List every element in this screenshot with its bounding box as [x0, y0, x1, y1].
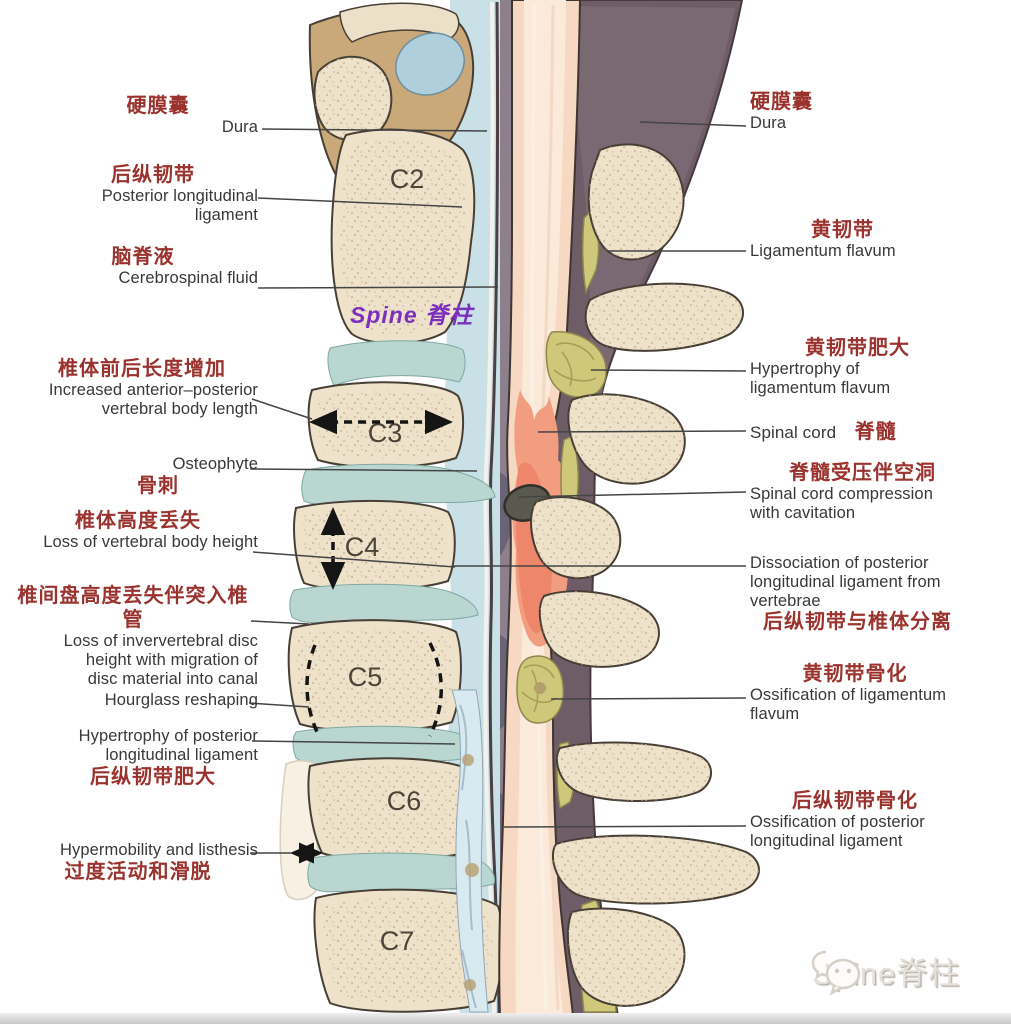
label-spinal-cord-zh: 脊髓 — [854, 421, 897, 443]
label-csf-en: Cerebrospinal fluid — [118, 269, 258, 287]
label-flavum-hypertrophy: 黄韧带肥大 Hypertrophy of ligamentum flavum — [750, 336, 965, 398]
label-hypermobility: Hypermobility and listhesis 过度活动和滑脱 — [18, 841, 258, 884]
label-disc-height-en: Loss of inververtebral disc height with … — [63, 632, 258, 688]
label-ap-length-en: Increased anterior–posterior vertebral b… — [48, 381, 258, 418]
label-flavum-ossification-en: Ossification of ligamentum flavum — [750, 686, 947, 723]
label-flavum-ossification-zh: 黄韧带骨化 — [802, 663, 908, 685]
label-dura-right: 硬膜囊 Dura — [750, 90, 870, 133]
label-spinal-cord-en: Spinal cord — [750, 423, 837, 442]
label-body-height: 椎体高度丢失 Loss of vertebral body height — [18, 509, 258, 552]
vertebra-label-c2: C2 — [390, 164, 425, 194]
label-flavum-ossification: 黄韧带骨化 Ossification of ligamentum flavum — [750, 662, 960, 724]
label-pll-ossification: 后纵韧带骨化 Ossification of posterior longitu… — [750, 789, 960, 851]
label-csf: 脑脊液 Cerebrospinal fluid — [28, 245, 258, 288]
label-csf-zh: 脑脊液 — [111, 246, 175, 268]
label-pll-hypertrophy: Hypertrophy of posterior longitudinal li… — [48, 727, 258, 789]
wechat-icon — [812, 950, 861, 996]
label-pll-hypertrophy-zh: 后纵韧带肥大 — [90, 765, 216, 788]
label-osteophyte: Osteophyte 骨刺 — [58, 455, 258, 498]
label-spinal-cord: Spinal cord 脊髓 — [750, 420, 990, 444]
label-dura-left: 硬膜囊 Dura — [58, 94, 258, 137]
label-pll-dissociation-zh: 后纵韧带与椎体分离 — [763, 611, 952, 634]
label-dura-right-zh: 硬膜囊 — [750, 91, 813, 113]
label-lig-flavum-zh: 黄韧带 — [811, 219, 874, 241]
label-pll-left: 后纵韧带 Posterior longitudinal ligament — [48, 163, 258, 225]
watermark-text: Spine 脊柱 — [350, 302, 474, 328]
label-pll-left-en: Posterior longitudinal ligament — [101, 187, 258, 224]
vertebra-label-c5: C5 — [348, 662, 383, 692]
label-osteophyte-en: Osteophyte — [172, 455, 258, 473]
label-cord-compression-en: Spinal cord compression with cavitation — [750, 485, 933, 522]
brand-logo: Spine脊柱 — [812, 948, 960, 996]
label-body-height-zh: 椎体高度丢失 — [75, 510, 201, 532]
bottom-bar — [0, 1013, 1011, 1024]
label-cord-compression: 脊髓受压伴空洞 Spinal cord compression with cav… — [750, 461, 975, 523]
label-flavum-hypertrophy-en: Hypertrophy of ligamentum flavum — [750, 360, 891, 397]
label-lig-flavum: 黄韧带 Ligamentum flavum — [750, 218, 935, 261]
label-disc-height-zh: 椎间盘高度丢失伴突入椎管 — [17, 585, 249, 631]
label-dura-left-en: Dura — [221, 118, 258, 136]
label-pll-left-zh: 后纵韧带 — [111, 164, 195, 186]
label-lig-flavum-en: Ligamentum flavum — [750, 242, 896, 260]
label-ap-length-zh: 椎体前后长度增加 — [58, 358, 226, 380]
label-cord-compression-zh: 脊髓受压伴空洞 — [789, 462, 936, 484]
label-pll-dissociation-en: Dissociation of posterior longitudinal l… — [750, 554, 941, 610]
label-dura-right-en: Dura — [750, 114, 787, 132]
leader-lines — [248, 121, 747, 854]
vertebra-label-c6: C6 — [387, 786, 422, 816]
anatomy-pll-texture — [451, 689, 489, 1013]
label-pll-dissociation: Dissociation of posterior longitudinal l… — [750, 554, 965, 634]
label-disc-height: 椎间盘高度丢失伴突入椎管 Loss of inververtebral disc… — [8, 584, 258, 688]
label-hypermobility-zh: 过度活动和滑脱 — [64, 860, 212, 883]
anatomy-posterior-elements — [530, 143, 760, 1007]
label-flavum-hypertrophy-zh: 黄韧带肥大 — [805, 337, 910, 359]
measurement-arrows — [290, 409, 453, 864]
label-pll-ossification-zh: 后纵韧带骨化 — [792, 790, 918, 812]
anatomy-anterior-column — [279, 2, 504, 1013]
label-hourglass: Hourglass reshaping — [38, 691, 258, 710]
vertebra-label-c4: C4 — [345, 532, 380, 562]
label-dura-left-zh: 硬膜囊 — [126, 95, 190, 117]
label-body-height-en: Loss of vertebral body height — [43, 533, 258, 551]
vertebra-label-c7: C7 — [380, 926, 415, 956]
label-ap-length: 椎体前后长度增加 Increased anterior–posterior ve… — [26, 357, 258, 419]
label-pll-ossification-en: Ossification of posterior longitudinal l… — [750, 813, 925, 850]
label-pll-hypertrophy-en: Hypertrophy of posterior longitudinal li… — [78, 727, 258, 764]
label-hourglass-en: Hourglass reshaping — [104, 691, 258, 709]
label-hypermobility-en: Hypermobility and listhesis — [59, 841, 258, 859]
label-osteophyte-zh: 骨刺 — [137, 474, 179, 497]
